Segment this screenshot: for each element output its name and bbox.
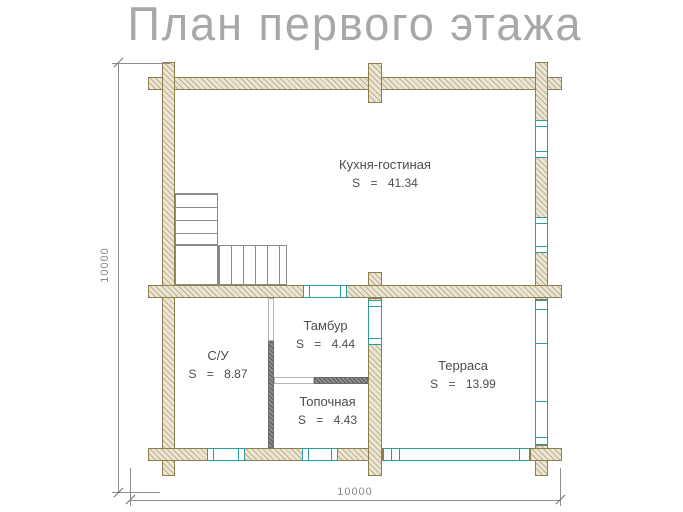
dim-left-label: 10000 xyxy=(99,247,111,283)
page-title: План первого этажа xyxy=(127,0,583,51)
room-name: С/У xyxy=(207,348,229,363)
log-stub-middle xyxy=(368,272,382,286)
partition-boiler-door-opening xyxy=(274,377,314,384)
room-name: Тамбур xyxy=(303,318,348,333)
room-label-tambour: Тамбур S = 4.44 xyxy=(283,318,368,351)
partition-su xyxy=(268,341,274,448)
wall-bottom-left xyxy=(148,448,383,461)
log-stub-top xyxy=(368,63,382,103)
wall-top xyxy=(148,77,562,90)
partition-su-door-opening xyxy=(268,298,274,341)
partition-boiler xyxy=(314,377,368,384)
room-name: Терраса xyxy=(438,358,488,373)
room-area: S = 4.43 xyxy=(297,413,358,427)
window-boiler xyxy=(302,448,338,461)
dim-bottom-ext-left xyxy=(130,468,131,506)
room-label-su: С/У S = 8.87 xyxy=(168,348,268,381)
room-area: S = 4.44 xyxy=(295,337,356,351)
room-label-terrace: Терраса S = 13.99 xyxy=(413,358,513,391)
wall-right-upper xyxy=(535,62,548,300)
stairs-flight-upper xyxy=(175,193,218,245)
window-right-1 xyxy=(535,120,548,158)
stairs-flight-lower xyxy=(218,245,287,285)
glazing-terrace-bottom xyxy=(383,448,530,461)
dim-bottom-ext-right xyxy=(560,468,561,506)
wall-left xyxy=(162,62,175,476)
dim-left-ext-top xyxy=(112,63,170,64)
room-name: Топочная xyxy=(299,394,356,409)
room-name: Кухня-гостиная xyxy=(339,157,431,172)
dim-bottom-line xyxy=(130,500,561,501)
dim-bottom-label: 10000 xyxy=(337,486,373,498)
door-tambour-terrace xyxy=(368,300,382,345)
door-kitchen-tambour xyxy=(303,285,347,298)
stairs-landing xyxy=(175,245,218,285)
wall-middle xyxy=(148,285,562,298)
room-label-kitchen-living: Кухня-гостиная S = 41.34 xyxy=(300,157,470,190)
wall-bottom-right xyxy=(530,448,562,461)
window-right-2 xyxy=(535,217,548,253)
dim-left-ext-bottom xyxy=(112,492,160,493)
dim-left-line xyxy=(118,63,119,493)
room-area: S = 8.87 xyxy=(188,367,248,381)
glazing-terrace-right xyxy=(535,300,548,445)
room-area: S = 13.99 xyxy=(430,377,496,391)
room-area: S = 41.34 xyxy=(352,176,418,190)
room-label-boiler: Топочная S = 4.43 xyxy=(280,394,375,427)
window-su xyxy=(207,448,245,461)
